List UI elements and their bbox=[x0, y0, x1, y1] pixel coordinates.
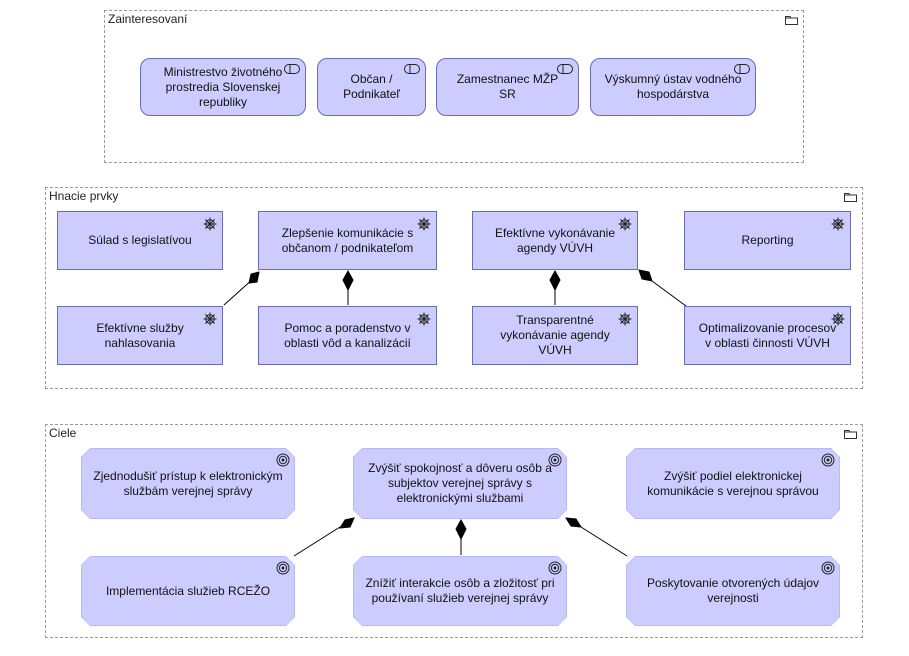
node-label: Poskytovanie otvorených údajov verejnost… bbox=[646, 576, 820, 605]
driver-legislation[interactable]: Súlad s legislatívou bbox=[57, 211, 223, 270]
group-title: Hnacie prvky bbox=[49, 189, 119, 203]
goal-implement-rcezo[interactable]: Implementácia služieb RCEŽO bbox=[81, 556, 295, 626]
node-label: Efektívne vykonávanie agendy VÚVH bbox=[494, 225, 616, 255]
goal-icon bbox=[548, 561, 562, 575]
driver-notification-services[interactable]: Efektívne služby nahlasovania bbox=[57, 306, 223, 365]
driver-icon bbox=[203, 312, 217, 326]
goal-fill bbox=[82, 557, 294, 625]
composition-diamond bbox=[339, 517, 355, 529]
composition-line bbox=[580, 526, 628, 557]
node-label: Transparentné vykonávanie agendy VÚVH bbox=[500, 313, 610, 357]
driver-process-optimization[interactable]: Optimalizovanie procesov v oblasti činno… bbox=[684, 306, 851, 365]
composition-diamond bbox=[565, 517, 582, 528]
node-label: Výskumný ústav vodného hospodárstva bbox=[604, 72, 742, 101]
goal-fill bbox=[627, 449, 839, 518]
stakeholder-icon bbox=[557, 64, 573, 74]
driver-icon bbox=[417, 312, 431, 326]
goal-fill bbox=[354, 449, 566, 518]
driver-icon bbox=[831, 217, 845, 231]
stakeholder-ministry[interactable]: Ministrestvo životného prostredia Sloven… bbox=[140, 58, 306, 116]
stakeholder-research-institute[interactable]: Výskumný ústav vodného hospodárstva bbox=[590, 58, 756, 116]
node-label: Súlad s legislatívou bbox=[88, 233, 192, 247]
goal-increase-satisfaction[interactable]: Zvýšiť spokojnosť a dôveru osôb a subjek… bbox=[353, 448, 567, 519]
node-label: Pomoc a poradenstvo v oblasti vôd a kana… bbox=[284, 320, 411, 350]
goal-icon bbox=[548, 453, 562, 467]
driver-icon bbox=[417, 217, 431, 231]
driver-agenda[interactable]: Efektívne vykonávanie agendy VÚVH bbox=[472, 211, 638, 270]
goal-reduce-interactions[interactable]: Znížiť interakcie osôb a zložitosť pri p… bbox=[353, 556, 567, 626]
goal-icon bbox=[821, 453, 835, 467]
goal-icon bbox=[276, 561, 290, 575]
node-label: Zvýšiť spokojnosť a dôveru osôb a subjek… bbox=[368, 461, 552, 505]
driver-communication[interactable]: Zlepšenie komunikácie s občanom / podnik… bbox=[258, 211, 437, 270]
driver-icon bbox=[618, 217, 632, 231]
driver-reporting[interactable]: Reporting bbox=[684, 211, 851, 270]
node-label: Ministrestvo životného prostredia Sloven… bbox=[163, 64, 283, 109]
node-label: Optimalizovanie procesov v oblasti činno… bbox=[698, 320, 837, 350]
node-label: Znížiť interakcie osôb a zložitosť pri p… bbox=[365, 576, 555, 605]
node-label: Zjednodušiť prístup k elektronickým služ… bbox=[93, 468, 283, 498]
node-label: Zlepšenie komunikácie s občanom / podnik… bbox=[281, 225, 414, 255]
node-label: Reporting bbox=[741, 233, 794, 247]
node-label: Implementácia služieb RCEŽO bbox=[105, 583, 271, 598]
group-title: Zainteresovaní bbox=[108, 12, 188, 26]
goal-simplify-access[interactable]: Zjednodušiť prístup k elektronickým služ… bbox=[81, 448, 295, 519]
node-label: Občan / Podnikateľ bbox=[343, 72, 400, 101]
composition-diamond bbox=[549, 269, 561, 292]
group-title: Ciele bbox=[49, 426, 77, 440]
driver-transparency[interactable]: Transparentné vykonávanie agendy VÚVH bbox=[472, 306, 638, 365]
goal-fill bbox=[354, 557, 566, 625]
node-label: Efektívne služby nahlasovania bbox=[96, 320, 184, 350]
composition-diamond bbox=[638, 269, 653, 282]
node-label: Zvýšiť podiel elektronickej komunikácie … bbox=[647, 468, 819, 498]
driver-icon bbox=[203, 217, 217, 231]
folder-icon bbox=[844, 430, 857, 439]
driver-icon bbox=[618, 312, 632, 326]
node-label: Zamestnanec MŽP SR bbox=[456, 72, 559, 101]
composition-line bbox=[651, 280, 687, 307]
driver-icon bbox=[831, 312, 845, 326]
composition-line bbox=[293, 526, 341, 557]
stakeholder-citizen[interactable]: Občan / Podnikateľ bbox=[317, 58, 426, 116]
goal-electronic-communication[interactable]: Zvýšiť podiel elektronickej komunikácie … bbox=[626, 448, 840, 519]
folder-icon bbox=[844, 193, 857, 202]
composition-diamond bbox=[342, 269, 354, 292]
driver-water-consulting[interactable]: Pomoc a poradenstvo v oblasti vôd a kana… bbox=[258, 306, 437, 365]
composition-diamond bbox=[248, 271, 260, 284]
stakeholder-employee[interactable]: Zamestnanec MŽP SR bbox=[436, 58, 579, 116]
stakeholder-icon bbox=[404, 64, 420, 74]
composition-diamond bbox=[455, 518, 467, 541]
goal-icon bbox=[821, 561, 835, 575]
stakeholder-icon bbox=[734, 64, 750, 74]
goal-fill bbox=[82, 449, 294, 518]
goal-fill bbox=[627, 557, 839, 625]
stakeholder-icon bbox=[284, 64, 300, 74]
folder-icon bbox=[785, 16, 798, 25]
goal-open-data[interactable]: Poskytovanie otvorených údajov verejnost… bbox=[626, 556, 840, 626]
goal-icon bbox=[276, 453, 290, 467]
